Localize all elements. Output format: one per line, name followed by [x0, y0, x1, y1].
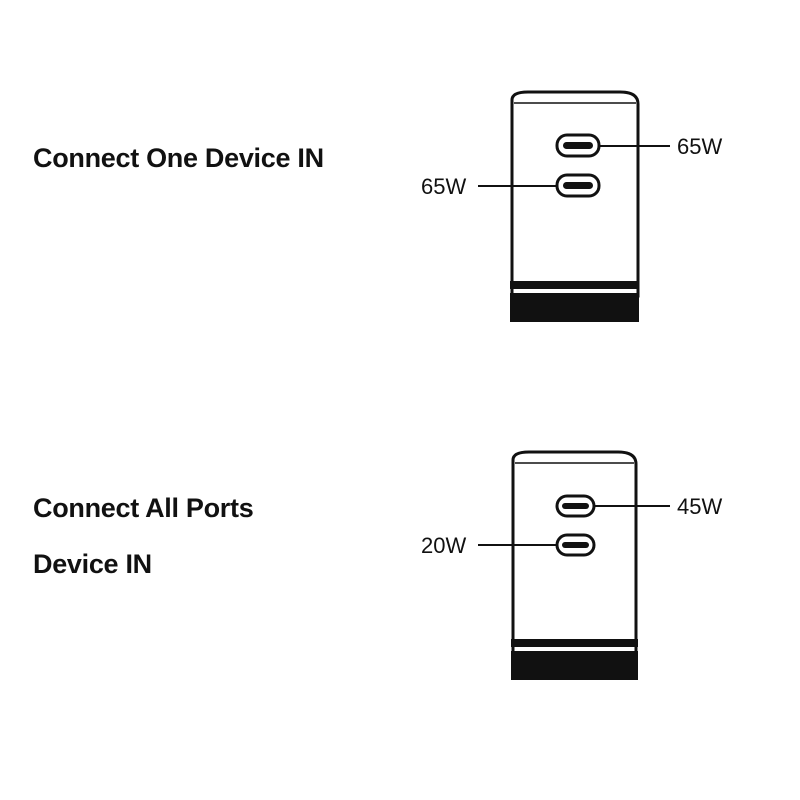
- watt-label-top: 65W: [677, 134, 722, 159]
- charger-band: [510, 281, 639, 289]
- watt-label-top: 45W: [677, 494, 722, 519]
- charger-one-device: 65W 65W: [421, 90, 722, 322]
- usb-c-port-top-tongue: [563, 142, 593, 149]
- heading-one-device: Connect One Device IN: [33, 143, 324, 173]
- usb-c-port-bottom-tongue: [563, 182, 593, 189]
- usb-c-port-top-tongue: [562, 503, 589, 509]
- watt-label-bottom: 20W: [421, 533, 466, 558]
- heading-all-ports-line1: Connect All Ports: [33, 493, 254, 523]
- heading-all-ports-line2: Device IN: [33, 549, 152, 579]
- charger-all-ports: 45W 20W: [421, 450, 722, 680]
- watt-label-bottom: 65W: [421, 174, 466, 199]
- usb-c-port-bottom-tongue: [562, 542, 589, 548]
- charger-band: [511, 639, 638, 647]
- charger-base: [511, 651, 638, 680]
- charger-base: [510, 293, 639, 322]
